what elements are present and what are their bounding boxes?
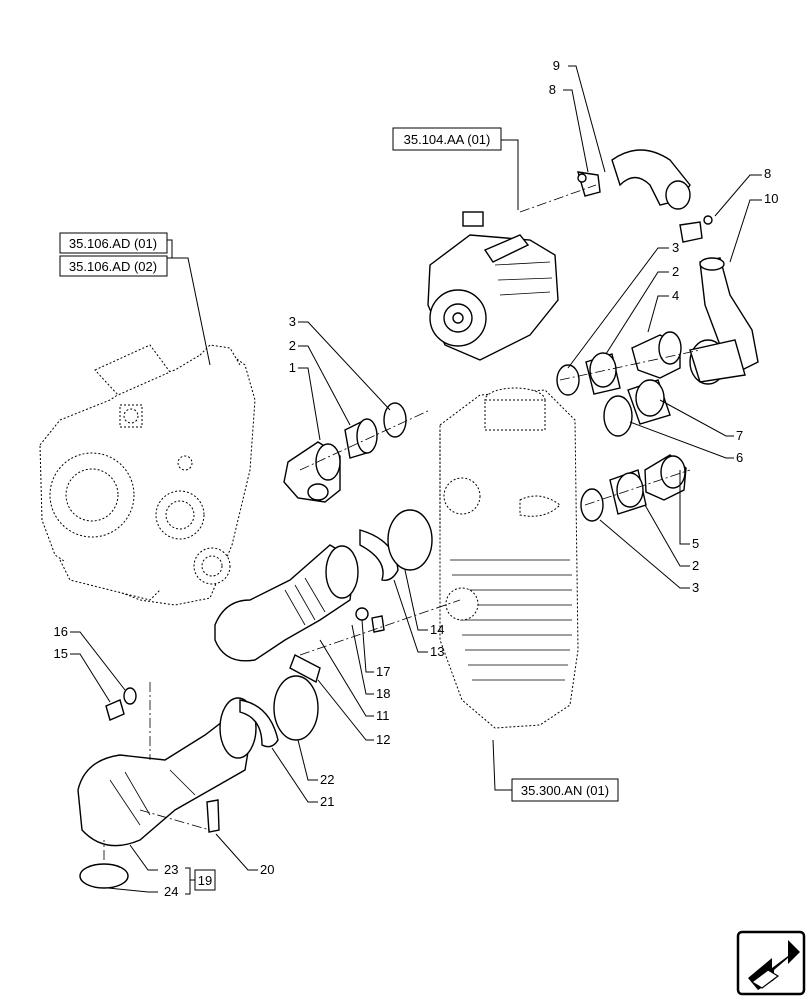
washer-18 (355, 607, 369, 621)
reference-box-35-106-ad-02[interactable]: 35.106.AD (02) (59, 255, 168, 277)
sleeve-2-left (344, 418, 378, 459)
fitting-1 (283, 441, 341, 503)
center-lines (103, 184, 701, 860)
clamp-21 (239, 699, 279, 748)
fitting-5 (644, 454, 687, 501)
svg-text:35.104.AA (01): 35.104.AA (01) (404, 132, 491, 147)
screw-12 (289, 654, 321, 684)
callout-2: 2 (289, 338, 296, 353)
callout-23: 23 (164, 862, 178, 877)
reference-box-35-300-an-01[interactable]: 35.300.AN (01) (511, 778, 619, 802)
o-ring-6 (603, 395, 633, 437)
callout-1: 1 (289, 360, 296, 375)
callout-2: 2 (692, 558, 699, 573)
hose-11 (214, 544, 359, 662)
o-ring-14 (387, 509, 433, 571)
callout-15: 15 (54, 646, 68, 661)
drive-motor-ghost (427, 211, 559, 361)
sleeve-2-bottom (609, 469, 647, 515)
clamp-8-top (577, 171, 601, 197)
callout-14: 14 (430, 622, 444, 637)
callout-10: 10 (764, 191, 778, 206)
callout-3: 3 (672, 240, 679, 255)
next-page-arrow-icon[interactable] (736, 930, 806, 996)
o-ring-22 (273, 675, 319, 741)
callout-5: 5 (692, 536, 699, 551)
callout-9: 9 (553, 58, 560, 73)
svg-text:35.106.AD (02): 35.106.AD (02) (69, 259, 157, 274)
callout-4: 4 (672, 288, 679, 303)
clamp-8-right (679, 215, 713, 243)
callout-6: 6 (736, 450, 743, 465)
reference-box-35-104-aa-01[interactable]: 35.104.AA (01) (392, 127, 502, 151)
callout-16: 16 (54, 624, 68, 639)
elbow-21 (77, 697, 257, 847)
fitting-4 (631, 331, 682, 379)
callout-13: 13 (430, 644, 444, 659)
callout-20: 20 (260, 862, 274, 877)
callout-17: 17 (376, 664, 390, 679)
callout-7: 7 (736, 428, 743, 443)
elbow-pipe-10 (689, 257, 759, 385)
leader-lines (70, 65, 762, 895)
plug-15 (105, 699, 125, 721)
o-ring-3-left (383, 402, 407, 438)
callout-18: 18 (376, 686, 390, 701)
washer-16 (123, 687, 137, 705)
screw-20 (206, 799, 220, 833)
callout-numbers: 9 8 8 10 3 2 4 7 6 5 2 3 3 2 1 14 13 17 … (54, 58, 779, 899)
sleeve-2-top (585, 352, 621, 395)
callout-22: 22 (320, 772, 334, 787)
screw-17 (371, 615, 385, 633)
callout-3: 3 (289, 314, 296, 329)
callout-2: 2 (672, 264, 679, 279)
svg-text:35.106.AD (01): 35.106.AD (01) (69, 236, 157, 251)
reference-box-35-106-ad-01[interactable]: 35.106.AD (01) (59, 232, 168, 254)
o-ring-24 (79, 863, 129, 889)
hose-9 (611, 149, 691, 210)
callout-21: 21 (320, 794, 334, 809)
o-ring-3-top (556, 364, 580, 396)
hydraulic-tank-ghost (439, 387, 579, 729)
callout-8: 8 (549, 82, 556, 97)
callout-11: 11 (376, 708, 390, 723)
svg-text:35.300.AN (01): 35.300.AN (01) (521, 783, 609, 798)
callout-12: 12 (376, 732, 390, 747)
callout-24: 24 (164, 884, 178, 899)
svg-text:19: 19 (198, 873, 212, 888)
o-ring-3-bottom (580, 488, 604, 522)
sleeve-7 (627, 379, 671, 425)
reference-box-19[interactable]: 19 (194, 869, 216, 891)
hydraulic-pump-ghost (39, 344, 256, 606)
callout-3: 3 (692, 580, 699, 595)
callout-8: 8 (764, 166, 771, 181)
